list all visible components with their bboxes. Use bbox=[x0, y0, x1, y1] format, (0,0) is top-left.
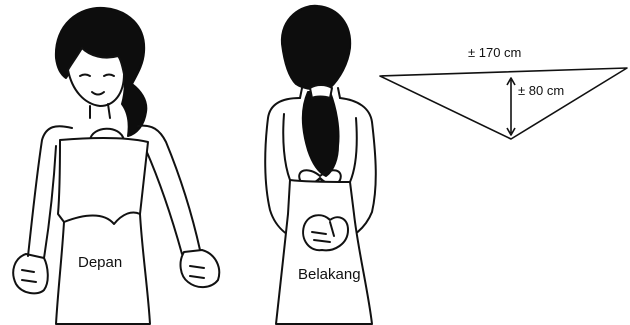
triangle-outline bbox=[380, 68, 627, 139]
back-hair-tie bbox=[310, 85, 332, 98]
triangle-diagram bbox=[380, 68, 627, 139]
triangle-width-label: ± 170 cm bbox=[468, 45, 521, 60]
front-wrap bbox=[56, 138, 150, 324]
front-face bbox=[68, 48, 124, 106]
back-hair bbox=[282, 6, 350, 89]
triangle-height-label: ± 80 cm bbox=[518, 83, 564, 98]
back-wrap bbox=[276, 180, 372, 324]
back-clasped-hands bbox=[303, 215, 348, 250]
back-label: Belakang bbox=[298, 266, 361, 283]
front-right-fist bbox=[181, 250, 220, 287]
back-ponytail bbox=[303, 92, 339, 176]
front-left-fist bbox=[13, 254, 48, 293]
front-label: Depan bbox=[78, 254, 122, 271]
front-figure bbox=[13, 8, 219, 324]
